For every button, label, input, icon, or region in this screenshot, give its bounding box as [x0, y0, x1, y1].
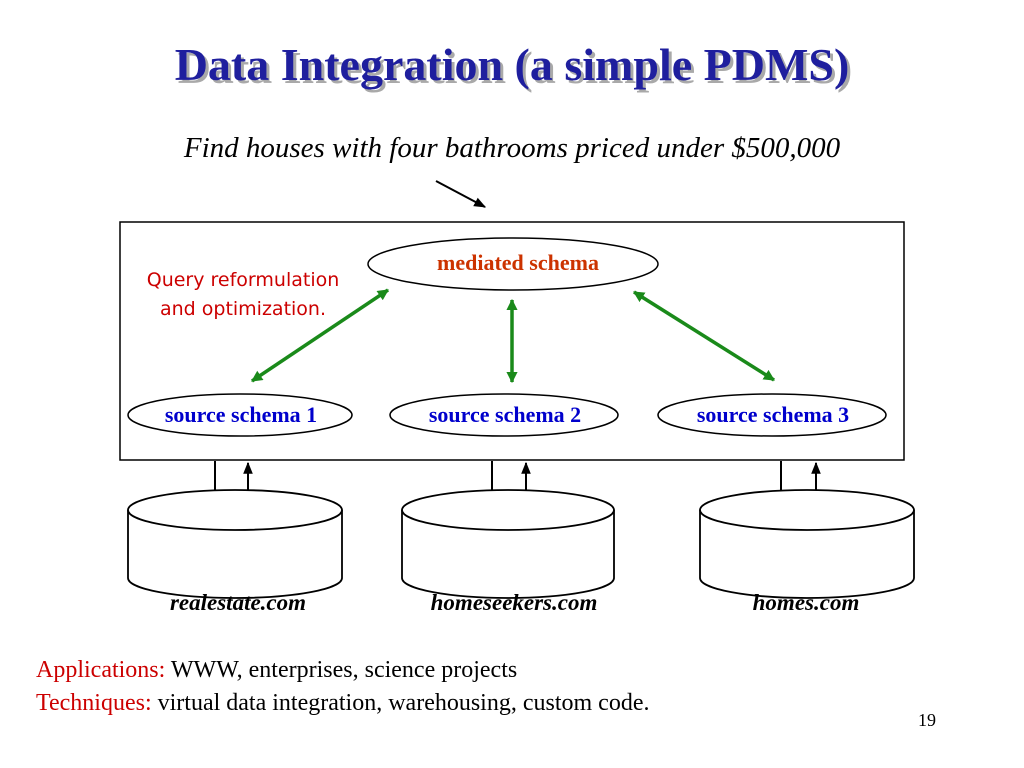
- source-site-label-1: realestate.com: [169, 590, 307, 615]
- query-reformulation-label: Query reformulation and optimization.: [112, 266, 374, 324]
- source-site-label-3: homes.com: [752, 590, 860, 615]
- arrow-mediated-source-1: [251, 288, 389, 383]
- source-schema-label-1: source schema 1: [165, 402, 317, 427]
- page-number: 19: [918, 710, 936, 730]
- source-schema-ellipse-3: [657, 393, 887, 437]
- database-cylinder-2: [401, 489, 615, 599]
- database-cylinder-3: [699, 489, 915, 599]
- query-reformulation-line-2: and optimization.: [159, 298, 327, 320]
- source-schema-ellipse-2: [389, 393, 619, 437]
- arrow-mediated-source-3: [633, 290, 775, 382]
- techniques-label: Techniques:: [36, 690, 152, 716]
- query-reformulation-line-1: Query reformulation: [146, 269, 340, 291]
- source-schema-label-3: source schema 3: [697, 402, 849, 427]
- applications-text: WWW, enterprises, science projects: [165, 657, 518, 683]
- mediated-schema-ellipse: [367, 237, 659, 291]
- slide-title: Data Integration (a simple PDMS): [174, 39, 850, 90]
- query-text: Find houses with four bathrooms priced u…: [183, 132, 841, 164]
- query-arrow: [435, 180, 487, 208]
- techniques-text: virtual data integration, warehousing, c…: [151, 690, 650, 716]
- source-schema-label-2: source schema 2: [429, 402, 581, 427]
- applications-line: Applications: WWW, enterprises, science …: [36, 657, 517, 684]
- source-site-label-2: homeseekers.com: [430, 590, 598, 615]
- source-schema-ellipse-1: [127, 393, 353, 437]
- database-cylinder-1: [127, 489, 343, 599]
- applications-label: Applications:: [36, 657, 166, 683]
- techniques-line: Techniques: virtual data integration, wa…: [36, 690, 649, 717]
- mediated-schema-label: mediated schema: [437, 250, 599, 275]
